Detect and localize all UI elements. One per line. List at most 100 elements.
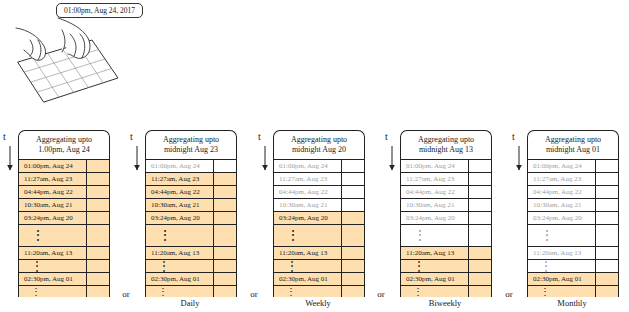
timestamp-text: 11:20am, Aug 13 <box>151 247 199 259</box>
timestamp-row: 02:30pm, Aug 01 <box>19 272 109 285</box>
timestamp-row: 11:20am, Aug 13 <box>19 246 109 259</box>
or-separator: or <box>505 290 513 300</box>
value-cell <box>213 212 236 224</box>
time-arrow <box>519 146 520 170</box>
value-cell <box>595 247 618 259</box>
period-caption: Monthly <box>557 299 586 308</box>
timestamp-row: 01:00pm, Aug 24 <box>146 159 236 172</box>
value-cell <box>341 225 364 246</box>
table-heading: Aggregating upto 1.00pm, Aug 24 <box>19 131 109 158</box>
value-cell <box>213 273 236 285</box>
timestamp-row: 11:20am, Aug 13 <box>401 246 491 259</box>
or-separator: or <box>122 290 130 300</box>
timestamp-text: 10:30am, Aug 21 <box>151 199 199 211</box>
timestamp-text: ⋮ <box>286 225 300 246</box>
value-cell <box>595 173 618 185</box>
value-cell <box>468 273 491 285</box>
timestamp-row: ⋮ <box>401 285 491 297</box>
time-axis-label: t <box>130 131 133 142</box>
timestamp-row: 02:30pm, Aug 01 <box>401 272 491 285</box>
timestamp-text: ⋮ <box>158 260 170 272</box>
timestamp-text: 11:27am, Aug 23 <box>279 173 327 185</box>
period-caption: Weekly <box>305 299 331 308</box>
value-cell <box>341 212 364 224</box>
value-cell <box>213 160 236 172</box>
timestamp-text: ⋮ <box>540 260 552 272</box>
value-cell <box>468 286 491 297</box>
timestamp-row: 03:24pm, Aug 20 <box>274 211 364 224</box>
timestamp-text: 02:30pm, Aug 01 <box>24 273 73 285</box>
timestamp-row: 11:20am, Aug 13 <box>528 246 618 259</box>
timestamp-row: 01:00pm, Aug 24 <box>274 159 364 172</box>
timestamp-text: ⋮ <box>286 260 298 272</box>
timestamp-text: ⋮ <box>413 225 427 246</box>
timestamp-row: ⋮ <box>274 259 364 272</box>
value-cell <box>86 260 109 272</box>
timestamp-row: ⋮ <box>528 285 618 297</box>
timestamp-text: 01:00pm, Aug 24, 2017 <box>64 6 135 15</box>
time-arrow <box>265 146 266 170</box>
timestamp-row: 01:00pm, Aug 24 <box>401 159 491 172</box>
aggregation-table: Aggregating upto midnight Aug 20 01:00pm,… <box>273 130 365 297</box>
timestamp-text: ⋮ <box>31 225 45 246</box>
value-cell <box>595 160 618 172</box>
timestamp-row: 04:44pm, Aug 22 <box>274 185 364 198</box>
value-cell <box>595 186 618 198</box>
time-axis-label: t <box>3 131 6 142</box>
timestamp-text: 03:24pm, Aug 20 <box>24 212 73 224</box>
timestamp-row: 04:44pm, Aug 22 <box>528 185 618 198</box>
timestamp-text: ⋮ <box>31 286 41 297</box>
timestamp-text: 01:00pm, Aug 24 <box>151 160 200 172</box>
timestamp-row: 10:30am, Aug 21 <box>146 198 236 211</box>
value-cell <box>213 247 236 259</box>
value-cell <box>86 173 109 185</box>
timestamp-text: ⋮ <box>413 286 423 297</box>
aggregation-table: Aggregating upto 1.00pm, Aug 24 01:00pm, … <box>18 130 110 297</box>
value-cell <box>213 286 236 297</box>
timestamp-text: 03:24pm, Aug 20 <box>151 212 200 224</box>
timestamp-text: 10:30am, Aug 21 <box>406 199 454 211</box>
timestamp-box: 01:00pm, Aug 24, 2017 <box>56 3 143 18</box>
timestamp-text: 11:27am, Aug 23 <box>533 173 581 185</box>
timestamp-text: 01:00pm, Aug 24 <box>533 160 582 172</box>
timestamp-text: ⋮ <box>540 225 554 246</box>
value-cell <box>213 225 236 246</box>
timestamp-row: ⋮ <box>401 259 491 272</box>
value-cell <box>468 225 491 246</box>
value-cell <box>341 273 364 285</box>
timestamp-text: 11:20am, Aug 13 <box>24 247 72 259</box>
value-cell <box>86 225 109 246</box>
timestamp-text: 02:30pm, Aug 01 <box>533 273 582 285</box>
timestamp-row: 04:44pm, Aug 22 <box>19 185 109 198</box>
value-cell <box>341 286 364 297</box>
timestamp-text: 10:30am, Aug 21 <box>533 199 581 211</box>
timestamp-text: 10:30am, Aug 21 <box>279 199 327 211</box>
time-axis-label: t <box>512 131 515 142</box>
timestamp-row: ⋮ <box>528 259 618 272</box>
timestamp-row: 11:20am, Aug 13 <box>146 246 236 259</box>
value-cell <box>86 199 109 211</box>
value-cell <box>341 260 364 272</box>
timestamp-text: 03:24pm, Aug 20 <box>279 212 328 224</box>
timestamp-row: ⋮ <box>146 259 236 272</box>
value-cell <box>341 186 364 198</box>
timestamp-text: 04:44pm, Aug 22 <box>406 186 455 198</box>
timestamp-row: ⋮ <box>274 285 364 297</box>
timestamp-row: 03:24pm, Aug 20 <box>146 211 236 224</box>
timestamp-text: ⋮ <box>413 260 425 272</box>
timestamp-text: 11:27am, Aug 23 <box>406 173 454 185</box>
timestamp-text: 11:27am, Aug 23 <box>151 173 199 185</box>
timestamp-row: ⋮ <box>146 285 236 297</box>
timestamp-row: 11:27am, Aug 23 <box>19 172 109 185</box>
table-heading: Aggregating upto midnight Aug 20 <box>274 131 364 158</box>
timestamp-text: ⋮ <box>158 225 172 246</box>
timestamp-text: 02:30pm, Aug 01 <box>406 273 455 285</box>
timestamp-row: 01:00pm, Aug 24 <box>19 159 109 172</box>
period-caption: Daily <box>181 299 200 308</box>
value-cell <box>468 199 491 211</box>
timestamp-row: 03:24pm, Aug 20 <box>528 211 618 224</box>
aggregation-table: Aggregating upto midnight Aug 0101:00pm,… <box>527 130 619 297</box>
timestamp-text: 01:00pm, Aug 24 <box>24 160 73 172</box>
timestamp-text: 01:00pm, Aug 24 <box>279 160 328 172</box>
